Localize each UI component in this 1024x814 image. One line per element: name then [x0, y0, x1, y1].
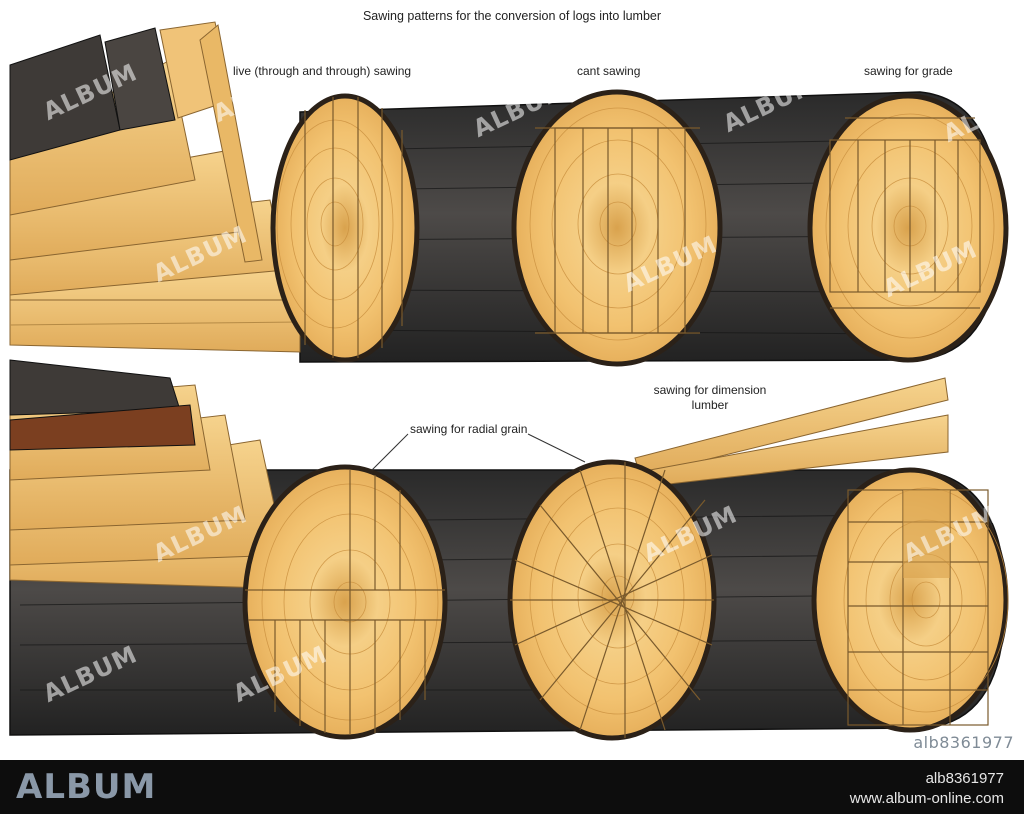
end-quarter-sawing — [242, 464, 448, 740]
label-radial-grain-sawing: sawing for radial grain — [410, 422, 528, 436]
radial-grain-leader-lines — [371, 433, 586, 471]
radial-sawn-planks — [9, 359, 331, 591]
top-log — [9, 21, 1009, 367]
end-radial-grain-sawing — [507, 459, 717, 741]
end-cant-sawing — [511, 89, 723, 367]
footer-url-link[interactable]: www.album-online.com — [849, 790, 1004, 807]
image-id: alb8361977 — [913, 733, 1014, 752]
label-cant-sawing: cant sawing — [577, 64, 641, 78]
bottom-log — [9, 359, 1009, 741]
sawing-diagram — [9, 21, 1009, 741]
footer-bar: ALBUM alb8361977 www.album-online.com — [0, 760, 1024, 814]
footer-logo: ALBUM — [16, 767, 157, 807]
label-grade-sawing: sawing for grade — [864, 64, 953, 78]
end-grade-sawing — [807, 93, 1009, 363]
label-dimension-lumber-sawing: sawing for dimension lumber — [653, 383, 767, 412]
diagram-title: Sawing patterns for the conversion of lo… — [362, 9, 662, 23]
label-live-sawing: live (through and through) sawing — [233, 64, 412, 78]
end-dimension-lumber-sawing — [811, 467, 1009, 733]
end-live-sawing — [270, 93, 420, 363]
footer-image-id: alb8361977 — [925, 770, 1004, 787]
